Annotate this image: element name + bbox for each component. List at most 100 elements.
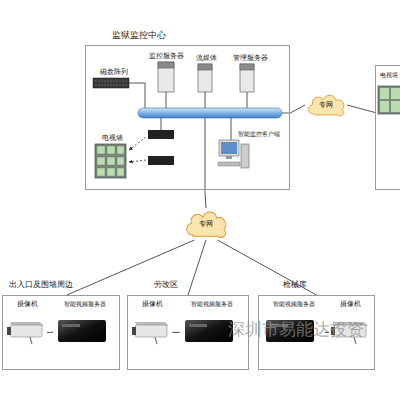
tv-screen (117, 168, 124, 176)
tv-screen (117, 157, 124, 165)
video-server-panel (189, 324, 207, 327)
decoder-icon (148, 130, 174, 139)
tv-screens (97, 146, 124, 176)
device-node: 摄像机 (132, 300, 172, 345)
device-node: 流媒体 (191, 54, 221, 102)
camera-body (135, 325, 167, 337)
wire (282, 113, 290, 114)
camera-lens (7, 327, 11, 335)
camera-icon (7, 322, 44, 344)
device-node: 电视墙 (92, 134, 132, 184)
camera-mount (30, 337, 32, 344)
video-server-icon (185, 320, 233, 342)
tv-screen (97, 168, 105, 176)
disk-slots (95, 81, 127, 82)
network-cloud: 专网 (305, 92, 347, 118)
monitor-stand (226, 156, 232, 159)
device-node: 磁盘阵列 (92, 68, 136, 92)
group-heading: 电视墙 (380, 72, 398, 79)
network-link (188, 240, 206, 295)
network-link (290, 105, 305, 113)
network-link (47, 332, 53, 333)
group-heading: 劳改区 (154, 281, 178, 290)
server-towers (158, 62, 254, 92)
device-node: 监控服务器 (144, 52, 188, 102)
watermark: 深圳市易能达投资 (228, 318, 364, 341)
disk-array-body (93, 78, 129, 88)
tv-screen (391, 101, 400, 112)
client-computer-icon (218, 140, 249, 168)
device-label: 磁盘阵列 (92, 69, 136, 76)
device-label: 摄像机 (329, 301, 371, 308)
network-link (172, 332, 180, 333)
tv-screen (107, 168, 115, 176)
server-top (198, 64, 212, 70)
device-node: 智能监控客户端 (216, 130, 288, 182)
camera-icon (132, 322, 169, 344)
wiring (129, 83, 290, 190)
device-label: 智能监控客户端 (238, 131, 280, 138)
network-link (218, 240, 317, 295)
cloud-label: 专网 (183, 221, 229, 228)
tv-screen (391, 88, 400, 99)
network-cloud: 专网 (183, 208, 229, 240)
server-icon (240, 64, 254, 92)
video-server-panel (62, 324, 80, 327)
tv-screen (97, 157, 105, 165)
camera-lens (132, 327, 136, 335)
disk-array-icon (93, 78, 129, 88)
network-bus (138, 108, 282, 118)
network-link (67, 240, 195, 295)
tv-wall-icon (378, 86, 400, 114)
video-server-body (58, 320, 106, 342)
device-node: 智能视频服务器 (53, 300, 117, 345)
device-node: 管理服务器 (228, 54, 272, 102)
site-box: 出入口及围墙周边摄像机智能视频服务器 (2, 295, 120, 370)
group-heading: 枪械库 (283, 281, 307, 290)
device-label: 监控服务器 (144, 53, 188, 60)
network-link (347, 105, 375, 113)
camera-body (10, 325, 42, 337)
group-heading: 监狱监控中心 (112, 31, 166, 40)
device-node: 摄像机 (7, 300, 47, 345)
remote-box: 电视墙 (375, 65, 400, 190)
device-label: 智能视频服务器 (263, 301, 325, 308)
server-top (240, 64, 254, 70)
network-link (325, 332, 329, 333)
tv-screen (97, 146, 105, 154)
server-icon (158, 62, 174, 92)
wire (166, 92, 167, 108)
tv-screen (107, 157, 115, 165)
wire (205, 118, 206, 190)
device-label: 智能视频服务器 (180, 301, 244, 308)
cloud-label: 专网 (305, 102, 347, 109)
device-label: 摄像机 (132, 301, 172, 308)
pc-tower (241, 144, 249, 168)
monitor-screen (221, 142, 237, 154)
wire (247, 92, 248, 108)
network-link (205, 190, 206, 208)
tv-screen (380, 101, 389, 112)
tv-screen (117, 146, 124, 154)
center-box: 监狱监控中心磁盘阵列监控服务器流媒体管理服务器电视墙智能监控客户端 (85, 45, 290, 190)
wire (129, 83, 145, 108)
tv-screen (107, 146, 115, 154)
monitor (219, 140, 239, 156)
dashed-arrow (129, 160, 146, 162)
dashed-arrow (129, 137, 146, 150)
keyboard (218, 162, 240, 166)
device-label: 管理服务器 (228, 55, 272, 62)
tv-wall-frame (95, 144, 126, 178)
server-top (158, 62, 174, 68)
video-server-icon (58, 320, 106, 342)
camera-mount (155, 337, 157, 344)
server-icon (198, 64, 212, 92)
wire (205, 92, 206, 108)
disk-slots (95, 85, 127, 86)
device-label: 智能视频服务器 (53, 301, 117, 308)
device-label: 摄像机 (7, 301, 47, 308)
wire (231, 118, 232, 140)
